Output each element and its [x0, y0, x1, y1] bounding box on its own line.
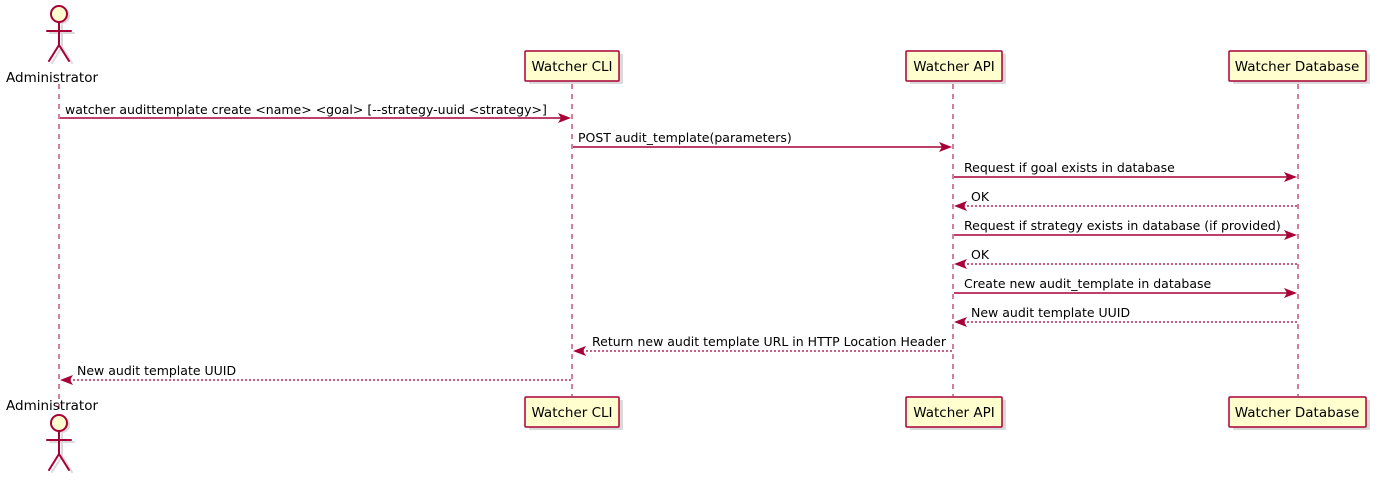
message-arrowhead-6 [954, 259, 967, 269]
message-label-6: OK [971, 247, 990, 262]
message-arrowhead-3 [1284, 172, 1297, 182]
message-label-3: Request if goal exists in database [964, 160, 1175, 175]
participant-watcher-api-top[interactable]: Watcher API [905, 50, 1006, 84]
participant-box [1228, 396, 1367, 428]
participant-watcher-database-top[interactable]: Watcher Database [1228, 50, 1370, 84]
participant-label-watcher-api-top: Watcher API [913, 59, 995, 75]
actor-administrator-bottom[interactable] [46, 414, 75, 473]
actor-head-icon [50, 5, 68, 23]
message-arrowhead-1 [558, 113, 571, 123]
message-arrowhead-9 [573, 346, 586, 356]
message-4: OK [954, 189, 1297, 211]
message-label-4: OK [971, 189, 990, 204]
message-7: Create new audit_template in database [954, 276, 1297, 298]
actor-body-icon [46, 22, 72, 62]
participant-box [905, 50, 1003, 82]
message-5: Request if strategy exists in database (… [954, 218, 1297, 240]
message-arrowhead-4 [954, 201, 967, 211]
lifelines [58, 84, 1299, 414]
actor-administrator-top[interactable] [46, 5, 75, 64]
participant-watcher-cli-top[interactable]: Watcher CLI [524, 50, 623, 84]
participant-label-watcher-database-bottom: Watcher Database [1235, 405, 1360, 421]
participant-label-watcher-cli-top: Watcher CLI [531, 59, 612, 75]
message-10: New audit template UUID [60, 363, 571, 385]
message-1: watcher audittemplate create <name> <goa… [60, 102, 571, 123]
message-arrowhead-10 [60, 375, 73, 385]
message-8: New audit template UUID [954, 305, 1297, 327]
participant-label-watcher-cli-bottom: Watcher CLI [531, 405, 612, 421]
message-arrowhead-7 [1284, 288, 1297, 298]
participant-box [1228, 50, 1367, 82]
participant-watcher-api-bottom[interactable]: Watcher API [905, 396, 1006, 430]
message-label-9: Return new audit template URL in HTTP Lo… [592, 334, 947, 349]
message-arrowhead-8 [954, 317, 967, 327]
actor-label-administrator-top: Administrator [6, 70, 98, 86]
message-label-7: Create new audit_template in database [964, 276, 1211, 291]
actor-body-icon [46, 431, 72, 471]
message-label-10: New audit template UUID [77, 363, 236, 378]
participant-label-watcher-database-top: Watcher Database [1235, 59, 1360, 75]
participant-box [524, 50, 620, 82]
message-9: Return new audit template URL in HTTP Lo… [573, 334, 952, 356]
message-3: Request if goal exists in database [954, 160, 1297, 182]
message-label-8: New audit template UUID [971, 305, 1130, 320]
participant-box [524, 396, 620, 428]
message-arrowhead-2 [939, 142, 952, 152]
message-label-1: watcher audittemplate create <name> <goa… [65, 102, 547, 117]
participant-watcher-cli-bottom[interactable]: Watcher CLI [524, 396, 623, 430]
message-label-2: POST audit_template(parameters) [578, 130, 792, 145]
participant-box [905, 396, 1003, 428]
message-6: OK [954, 247, 1297, 269]
participant-label-watcher-api-bottom: Watcher API [913, 405, 995, 421]
message-arrowhead-5 [1284, 230, 1297, 240]
participant-watcher-database-bottom[interactable]: Watcher Database [1228, 396, 1370, 430]
actor-head-icon [50, 414, 68, 432]
message-label-5: Request if strategy exists in database (… [964, 218, 1281, 233]
actor-label-administrator-bottom: Administrator [6, 398, 98, 414]
message-2: POST audit_template(parameters) [573, 130, 952, 152]
